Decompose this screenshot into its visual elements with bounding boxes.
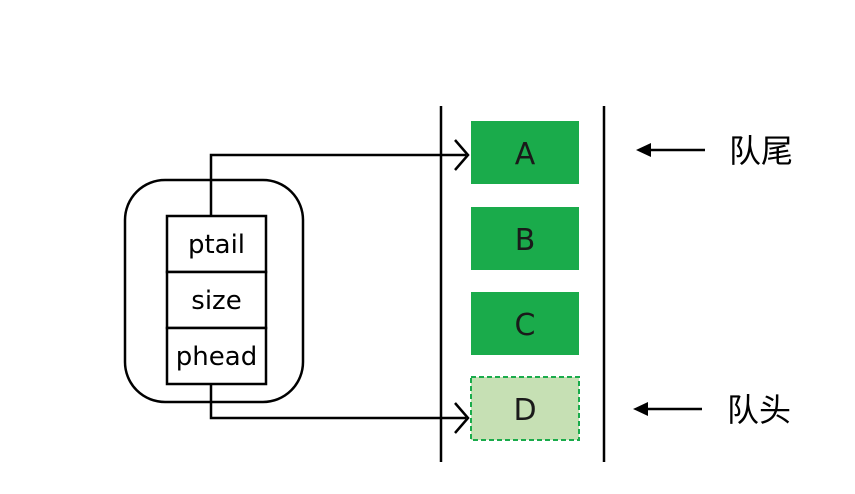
field-label-size: size — [191, 286, 241, 316]
phead-arrowhead — [454, 402, 470, 434]
head-label: 队头 — [727, 391, 791, 429]
field-label-ptail: ptail — [188, 230, 245, 260]
phead-pointer-line — [209, 384, 466, 420]
node-label-a: A — [515, 137, 536, 172]
struct-fields: ptail size phead — [165, 214, 268, 386]
node-a — [471, 121, 579, 184]
node-d — [470, 376, 580, 441]
node-c — [471, 292, 579, 355]
field-label-phead: phead — [176, 342, 257, 372]
node-b — [471, 207, 579, 270]
tail-label: 队尾 — [729, 132, 793, 170]
node-label-b: B — [515, 223, 536, 258]
ptail-pointer-line — [209, 153, 466, 216]
struct-container — [123, 178, 305, 404]
ptail-arrowhead — [454, 139, 470, 171]
head-indicator-arrowhead — [633, 402, 648, 416]
node-label-d: D — [513, 393, 536, 428]
node-label-c: C — [515, 308, 536, 343]
field-box-phead — [165, 326, 268, 386]
queue-nodes: A B C D — [470, 121, 580, 441]
tail-indicator-arrowhead — [636, 143, 651, 157]
